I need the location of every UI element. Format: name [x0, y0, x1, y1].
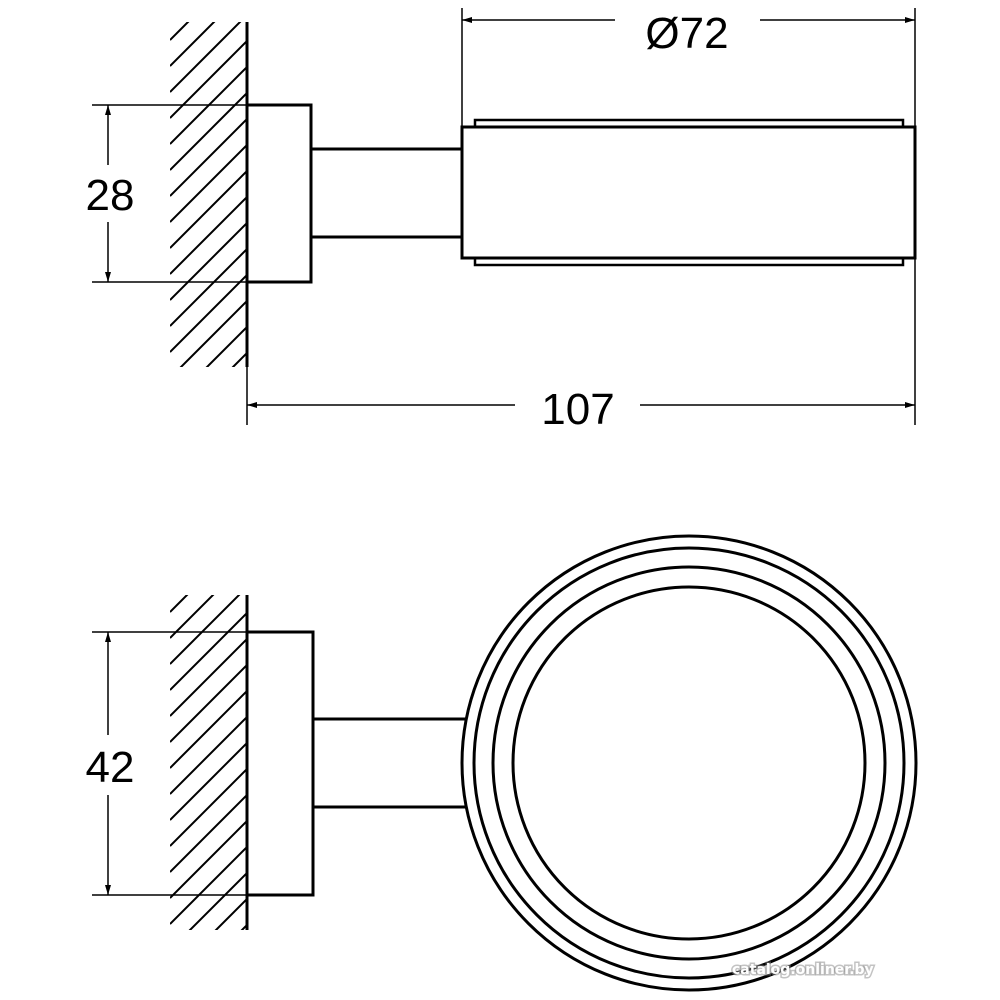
side-view: Ø72 107 28	[86, 8, 917, 434]
hatch-line	[240, 924, 247, 930]
hatch-line	[170, 274, 247, 353]
hatch-line	[179, 300, 247, 367]
support-rod	[309, 147, 468, 239]
wall-hatch-bottom	[170, 595, 247, 930]
hatch-line	[170, 690, 247, 769]
hatch-line	[170, 612, 247, 691]
hatch-line	[170, 22, 216, 67]
hatch-line	[188, 872, 247, 930]
hatch-line	[231, 352, 247, 367]
hatch-line	[170, 664, 247, 743]
cup-ring-2	[472, 546, 906, 980]
wall-base-plate-front	[245, 630, 315, 897]
hatch-line	[170, 170, 247, 249]
wall-base-plate	[245, 103, 313, 284]
hatch-line	[170, 742, 247, 821]
hatch-line	[170, 794, 247, 873]
cup-ring-outer	[460, 534, 918, 992]
hatch-line	[170, 222, 247, 301]
support-rod-front	[311, 717, 475, 809]
front-view: 42	[86, 534, 918, 992]
hatch-line	[170, 716, 247, 795]
hatch-line	[214, 898, 247, 930]
hatch-line	[170, 144, 247, 223]
hatch-line	[170, 92, 247, 171]
hatch-line	[170, 196, 247, 275]
cup-ring-inner	[511, 585, 867, 941]
hatch-line	[170, 22, 190, 41]
hatch-line	[170, 595, 241, 665]
hatch-line	[170, 638, 247, 717]
cup-ring-3	[491, 565, 887, 961]
hatch-line	[170, 22, 242, 93]
hatch-line	[170, 846, 247, 925]
hatch-line	[170, 595, 189, 613]
dim-base-height-label-top: 28	[86, 171, 135, 220]
hatch-line	[170, 768, 247, 847]
hatch-line	[170, 820, 247, 899]
dim-length-label: 107	[541, 385, 614, 434]
cup-body	[460, 125, 917, 260]
watermark: catalog.onliner.by	[732, 962, 874, 978]
wall-hatch-top	[170, 22, 247, 367]
hatch-line	[170, 118, 247, 197]
dim-diameter-label: Ø72	[645, 9, 728, 58]
hatch-line	[170, 248, 247, 327]
hatch-line	[170, 595, 215, 639]
dim-base-height-label-bottom: 42	[86, 743, 135, 792]
hatch-line	[205, 326, 247, 367]
